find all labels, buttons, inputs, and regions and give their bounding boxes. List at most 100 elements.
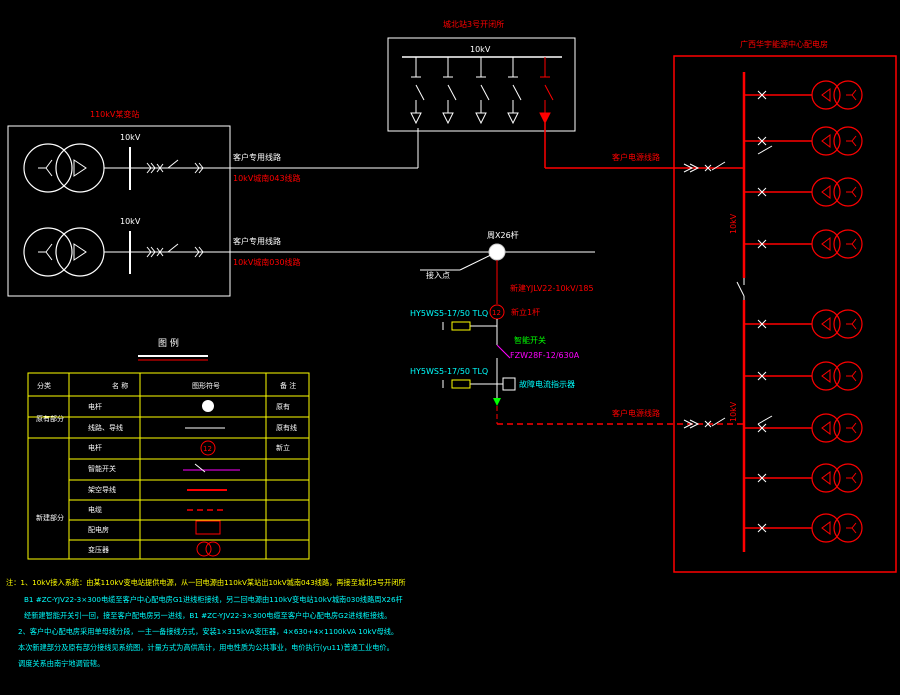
switchgear-bay-1 xyxy=(410,57,425,125)
note-line: 本次新建部分及原有部分接线见系统图，计量方式为高供高计，用电性质为公共事业，电价… xyxy=(18,643,394,652)
fault-indicator-icon xyxy=(502,377,516,391)
bus-tie-switch-icon xyxy=(736,281,745,297)
transformer-icon xyxy=(811,309,863,339)
line2-bottom-label: 10kV城南030线路 xyxy=(233,257,301,267)
note-line: 经新建智能开关引一回，接至客户配电房另一进线，B1 #ZC-YJV22-3×30… xyxy=(24,611,391,620)
legend-new-pole-icon xyxy=(200,440,216,456)
customer-substation-block: 广西华宇能源中心配电房 10kV 10kV xyxy=(673,39,897,573)
legend-row-note: 原有 xyxy=(276,402,290,411)
customer-transformer-bay-8 xyxy=(744,463,863,493)
legend-row-name: 架空导线 xyxy=(88,485,116,494)
feeder-lower-label: 客户电源线路 xyxy=(612,408,660,418)
arrester-2-icon xyxy=(451,379,471,389)
arrester-1-label: HY5WS5-17/50 TLQ xyxy=(410,309,488,318)
customer-bus-1-label: 10kV xyxy=(729,213,738,234)
transformer-icon xyxy=(811,177,863,207)
line2-top-label: 客户专用线路 xyxy=(233,236,281,246)
transformer-icon xyxy=(811,513,863,543)
access-point-label: 接入点 xyxy=(426,270,450,280)
line1-top-label: 客户专用线路 xyxy=(233,152,281,162)
fault-indicator-label: 故障电流指示器 xyxy=(519,379,575,389)
note-line: 调度关系由南宁地调管辖。 xyxy=(18,659,104,668)
legend-header: 备 注 xyxy=(280,381,296,390)
customer-transformer-bay-3 xyxy=(744,177,863,207)
switchgear-bus-label: 10kV xyxy=(470,45,491,54)
incomer-2 xyxy=(683,417,726,429)
legend: 图 例 分类名 称图形符号备 注原有部分新建部分电杆原有线路、导线原有线电杆新立… xyxy=(27,337,310,560)
legend-row-name: 配电房 xyxy=(88,525,109,534)
access-leader xyxy=(459,251,498,271)
feeder-upper-label: 客户电源线路 xyxy=(612,152,660,162)
transformer-icon xyxy=(811,229,863,259)
switch-2-icon xyxy=(146,243,204,258)
legend-old-pole-icon xyxy=(202,400,214,412)
substation-frame xyxy=(7,125,231,297)
transformer-2-icon xyxy=(23,227,105,277)
transformer-icon xyxy=(811,413,863,443)
legend-row-name: 线路、导线 xyxy=(88,423,123,432)
transformer-icon xyxy=(811,463,863,493)
new-pole-label: 新立1杆 xyxy=(511,307,540,317)
transformer-icon xyxy=(811,126,863,156)
transformer-icon xyxy=(811,361,863,391)
legend-transformer-icon xyxy=(196,541,221,557)
legend-table xyxy=(27,372,310,560)
cable-label: 新建YJLV22-10kV/185 xyxy=(510,283,594,293)
transformer-1-icon xyxy=(23,143,105,193)
legend-smart-switch-icon xyxy=(183,463,240,473)
legend-row-name: 电缆 xyxy=(88,505,102,514)
legend-row-name: 电杆 xyxy=(88,443,102,452)
customer-transformer-bay-7 xyxy=(744,413,863,443)
pole-branch: 周X26杆 接入点 新建YJLV22-10kV/185 12 新立1杆 HY5W… xyxy=(410,230,745,425)
bus-1-label: 10kV xyxy=(120,133,141,142)
line1-bottom-label: 10kV城南043线路 xyxy=(233,173,301,183)
legend-header: 分类 xyxy=(37,381,51,390)
legend-group-1: 原有部分 xyxy=(36,414,64,423)
customer-transformer-bay-1 xyxy=(744,80,863,110)
customer-transformer-bay-5 xyxy=(744,309,863,339)
bus-2-label: 10kV xyxy=(120,217,141,226)
substation-label: 110kV某变站 xyxy=(90,109,139,119)
switchgear-bay-4 xyxy=(507,57,522,125)
legend-header: 名 称 xyxy=(112,381,128,390)
switchgear-bay-3 xyxy=(475,57,490,125)
breaker-title: 智能开关 xyxy=(514,335,546,345)
switchgear-label: 城北站3号开闭所 xyxy=(443,19,504,29)
svg-text:12: 12 xyxy=(203,445,212,453)
legend-row-name: 变压器 xyxy=(88,545,109,554)
customer-frame xyxy=(673,55,897,573)
customer-bus-2-label: 10kV xyxy=(729,401,738,422)
customer-transformer-bay-9 xyxy=(744,513,863,543)
customer-transformer-bay-6 xyxy=(744,361,863,391)
switchgear-block: 城北站3号开闭所 10kV xyxy=(387,19,745,169)
switch-1-icon xyxy=(146,159,204,174)
customer-transformer-bay-4 xyxy=(744,229,863,259)
legend-row-name: 智能开关 xyxy=(88,464,116,473)
pole-name: 周X26杆 xyxy=(487,230,519,240)
breaker-icon xyxy=(496,344,511,359)
customer-label: 广西华宇能源中心配电房 xyxy=(740,39,828,49)
legend-header: 图形符号 xyxy=(192,381,220,390)
breaker-model: FZW28F-12/630A xyxy=(510,351,580,360)
legend-row-note: 新立 xyxy=(276,443,290,452)
note-line: B1 #ZC-YJV22-3×300电缆至客户中心配电房G1进线柜接线，另二回电… xyxy=(24,595,403,604)
note-line: 注：1、10kV接入系统：由某110kV变电站提供电源，从一回电源由110kV某… xyxy=(6,578,406,587)
substation-110kv-block: 110kV某变站 10kV 10kV xyxy=(7,109,231,297)
arrester-1-icon xyxy=(451,321,471,331)
legend-group-2: 新建部分 xyxy=(36,513,64,522)
arrester-2-label: HY5WS5-17/50 TLQ xyxy=(410,367,488,376)
legend-row-name: 电杆 xyxy=(88,402,102,411)
cable-head-icon xyxy=(493,398,501,406)
note-line: 2、客户中心配电房采用单母线分段，一主一备接线方式，安装1×315kVA变压器，… xyxy=(18,627,398,636)
notes: 注：1、10kV接入系统：由某110kV变电站提供电源，从一回电源由110kV某… xyxy=(6,578,406,668)
incomer-1 xyxy=(683,161,726,173)
switchgear-frame xyxy=(387,37,576,132)
customer-transformer-bay-2 xyxy=(744,126,863,156)
legend-room-icon xyxy=(195,520,221,535)
legend-row-note: 原有线 xyxy=(276,423,297,432)
legend-title: 图 例 xyxy=(158,337,179,349)
switchgear-bay-2 xyxy=(442,57,457,125)
transformer-icon xyxy=(811,80,863,110)
switchgear-red-bay xyxy=(539,57,745,169)
